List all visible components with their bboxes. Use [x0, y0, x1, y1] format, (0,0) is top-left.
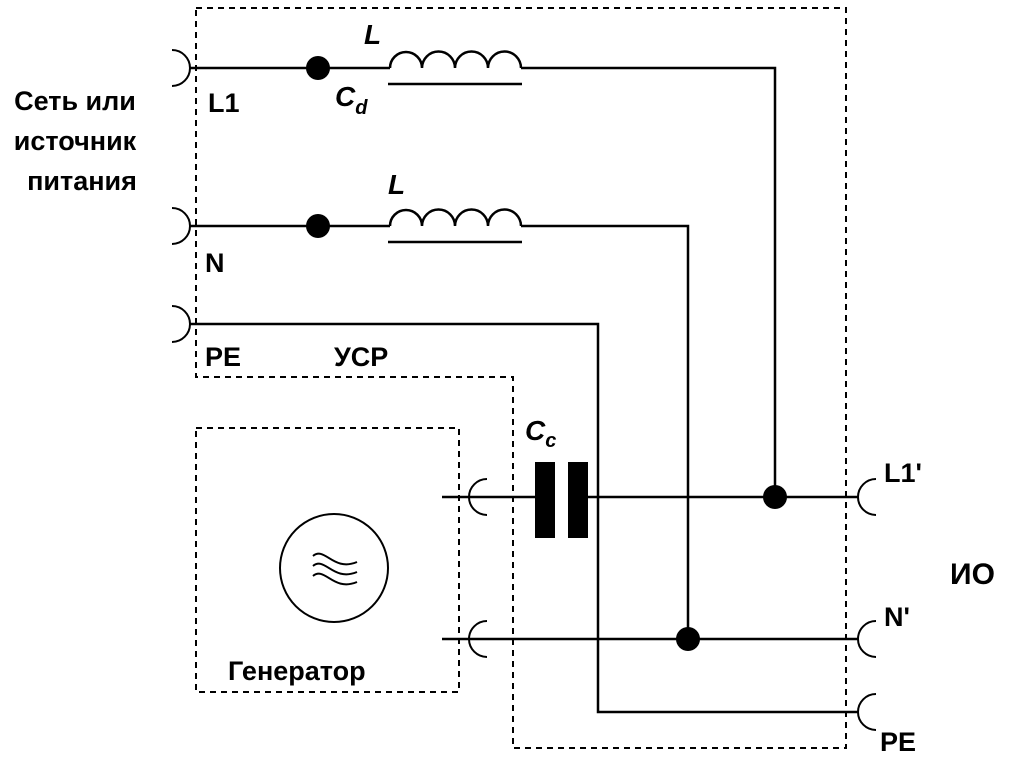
- output-terminal-pe: [857, 693, 877, 731]
- input-terminal-l1: [171, 49, 191, 87]
- ac-wave-icon: [312, 552, 358, 586]
- junction-n-out: [676, 627, 700, 651]
- output-terminal-l1: [857, 478, 877, 516]
- terminal-label-pe: PE: [205, 342, 241, 372]
- wire-n-out: [521, 224, 690, 639]
- input-terminal-n: [171, 207, 191, 245]
- terminal-label-l1: L1: [208, 88, 240, 118]
- terminal-label-n: N: [205, 248, 225, 278]
- junction-l1-out: [763, 485, 787, 509]
- junction-l1: [306, 56, 330, 80]
- wire-l1-out: [521, 66, 777, 497]
- eut-label: ИО: [950, 558, 995, 591]
- source-label-1: Сеть или: [14, 86, 136, 116]
- output-label-pe: PE: [880, 727, 916, 757]
- output-label-l1: L1': [884, 458, 922, 488]
- decoupling-cap-label: Cd: [335, 81, 368, 119]
- inductor-label-n: L: [388, 169, 405, 200]
- generator-symbol: [279, 513, 389, 623]
- coupling-cap-plate-1: [535, 462, 555, 538]
- source-label-2: источник: [14, 126, 137, 156]
- inductor-n: [388, 208, 523, 227]
- generator-label: Генератор: [228, 656, 366, 686]
- output-terminal-n: [857, 620, 877, 658]
- cdn-label: УСР: [334, 342, 388, 372]
- inductor-l1: [388, 50, 523, 69]
- output-label-n: N': [884, 602, 910, 632]
- coupling-cap-label: Cc: [525, 415, 556, 452]
- gen-terminal-bottom: [468, 620, 488, 658]
- junction-n: [306, 214, 330, 238]
- inductor-label-l1: L: [364, 19, 381, 50]
- coupling-cap-plate-2: [568, 462, 588, 538]
- generator-boundary: [195, 427, 460, 693]
- cdn-boundary: [195, 7, 847, 749]
- source-label-3: питания: [27, 166, 137, 196]
- input-terminal-pe: [171, 305, 191, 343]
- wire-pe: [190, 322, 858, 714]
- gen-terminal-top: [468, 478, 488, 516]
